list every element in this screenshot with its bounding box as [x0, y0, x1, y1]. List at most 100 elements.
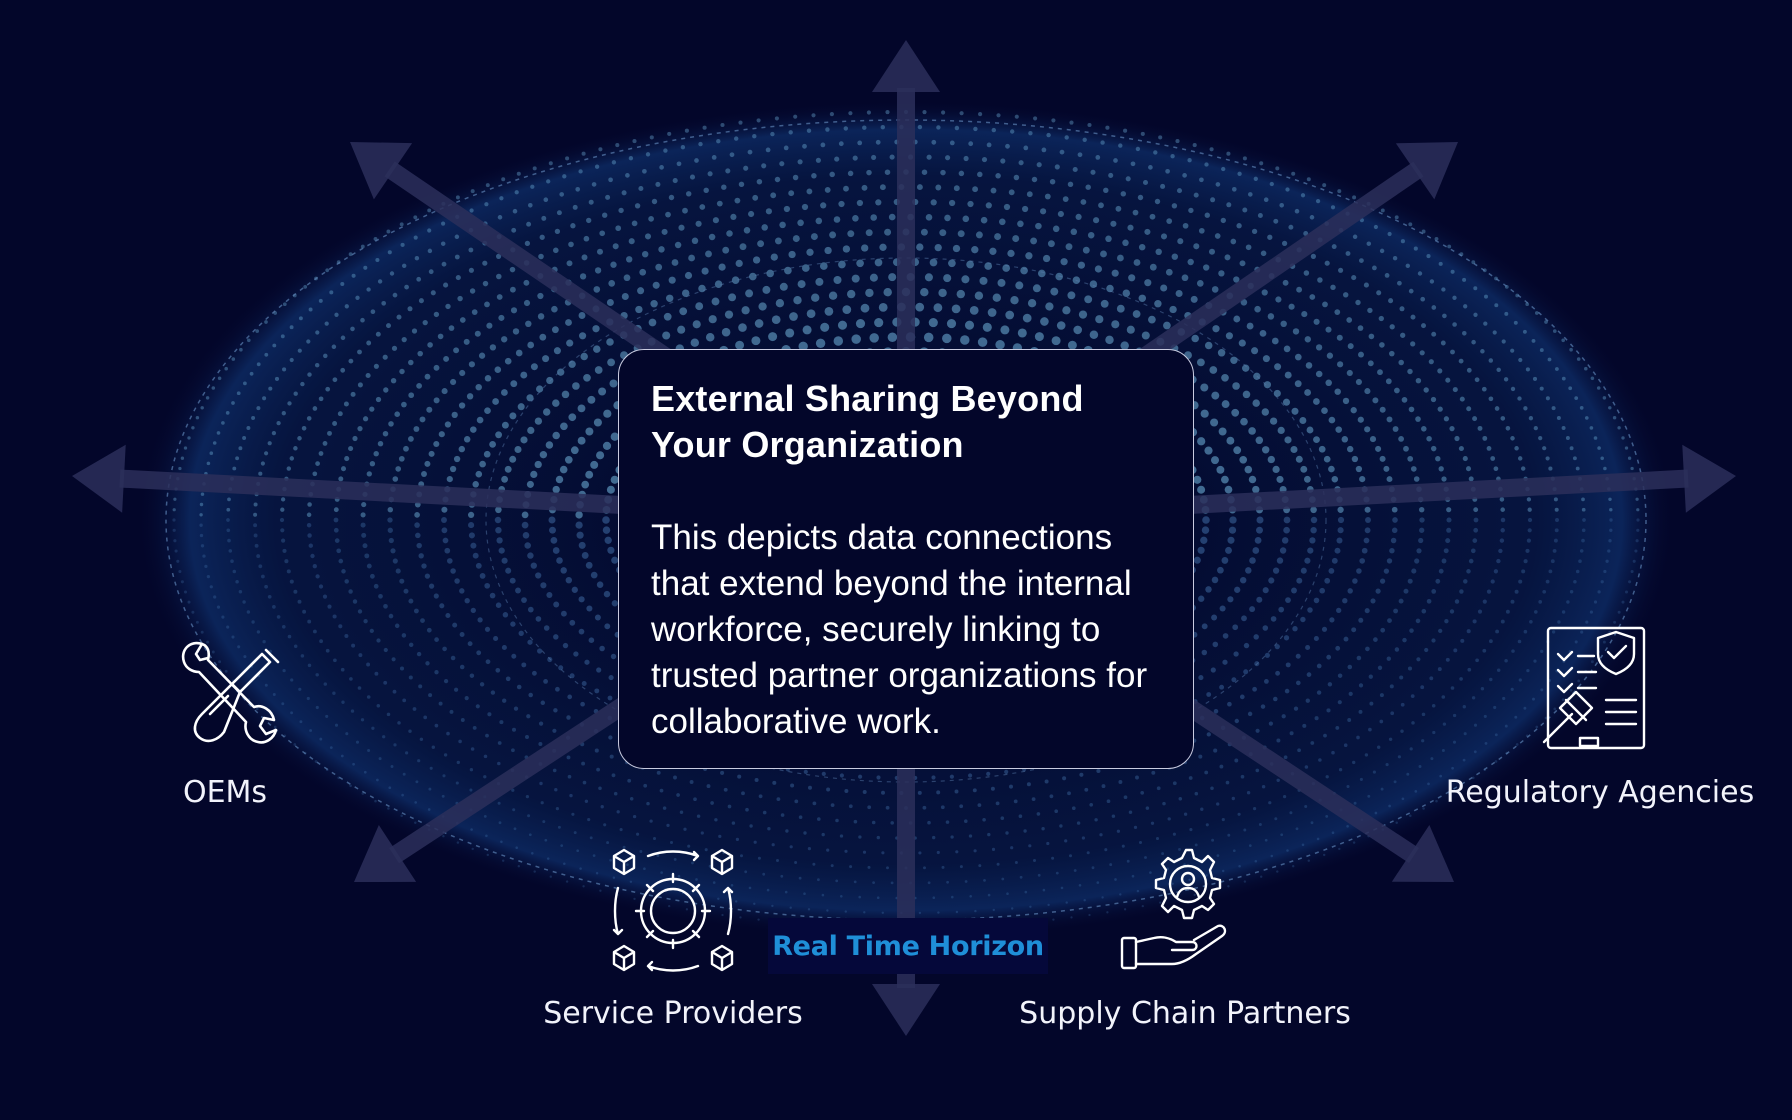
grid-dot [1452, 295, 1457, 300]
grid-dot [565, 577, 572, 584]
grid-dot [609, 858, 612, 862]
grid-dot [426, 406, 433, 413]
grid-dot [306, 512, 312, 518]
grid-dot [183, 590, 188, 594]
grid-dot [293, 391, 298, 396]
grid-dot [516, 171, 521, 176]
grid-dot [1276, 738, 1281, 743]
grid-dot [1325, 326, 1332, 333]
grid-dot [1621, 436, 1625, 440]
grid-dot [802, 325, 812, 335]
grid-dot [1495, 629, 1500, 634]
grid-dot [1467, 667, 1472, 672]
grid-dot [1171, 203, 1178, 209]
grid-dot [992, 293, 1001, 302]
grid-dot [824, 307, 834, 316]
grid-dot [861, 184, 868, 191]
grid-dot [459, 588, 465, 594]
grid-dot [272, 693, 276, 696]
grid-dot [1197, 485, 1206, 494]
grid-dot [528, 203, 533, 208]
grid-dot [1082, 137, 1087, 142]
grid-dot [221, 615, 225, 619]
grid-dot [551, 305, 558, 313]
grid-dot [871, 154, 877, 160]
grid-dot [594, 164, 600, 169]
grid-dot [446, 731, 450, 736]
grid-dot [416, 383, 422, 389]
grid-dot [821, 771, 826, 776]
grid-dot [1178, 797, 1183, 801]
grid-dot [1106, 284, 1114, 293]
grid-dot [673, 775, 677, 780]
grid-dot [226, 528, 231, 533]
grid-dot [1010, 846, 1014, 850]
grid-dot [578, 596, 585, 603]
grid-dot [413, 215, 418, 220]
grid-dot [1027, 299, 1037, 308]
grid-dot [596, 451, 605, 460]
grid-dot [888, 273, 897, 282]
grid-dot [1532, 697, 1535, 701]
grid-dot [1453, 648, 1458, 653]
grid-dot [475, 383, 482, 391]
grid-dot [454, 578, 460, 584]
grid-dot [594, 614, 601, 621]
grid-dot [1200, 409, 1209, 418]
grid-dot [552, 547, 560, 554]
grid-dot [1561, 426, 1566, 430]
grid-dot [1392, 255, 1398, 261]
grid-dot [1081, 836, 1086, 840]
grid-dot [1545, 396, 1550, 401]
grid-dot [964, 880, 968, 883]
grid-dot [1351, 455, 1359, 463]
grid-dot [527, 552, 534, 559]
grid-dot [1122, 239, 1129, 247]
grid-dot [765, 147, 771, 153]
grid-dot [1089, 802, 1094, 807]
grid-dot [801, 203, 809, 211]
grid-dot [511, 748, 515, 753]
grid-dot [1376, 290, 1382, 296]
grid-dot [1458, 445, 1464, 452]
grid-dot [602, 526, 611, 534]
grid-dot [1452, 740, 1457, 744]
grid-dot [680, 145, 686, 150]
grid-dot [280, 507, 285, 512]
grid-dot [552, 247, 559, 254]
grid-dot [1221, 556, 1229, 564]
grid-dot [842, 305, 852, 314]
grid-dot [1430, 445, 1437, 452]
grid-dot [1526, 538, 1531, 543]
grid-dot [496, 294, 503, 300]
grid-dot [1314, 716, 1319, 721]
grid-dot [820, 142, 826, 148]
grid-dot [1057, 210, 1064, 218]
grid-dot [1267, 455, 1275, 464]
grid-dot [497, 761, 501, 766]
grid-dot [767, 827, 771, 831]
grid-dot [1352, 578, 1358, 584]
grid-dot [178, 569, 182, 574]
grid-dot [1403, 445, 1409, 452]
grid-dot [1276, 870, 1279, 873]
grid-dot [1528, 416, 1534, 421]
grid-dot [459, 632, 465, 637]
grid-dot [217, 376, 222, 381]
checklist-shield-gavel-icon [1542, 626, 1646, 750]
grid-dot [457, 295, 463, 302]
grid-dot [535, 572, 542, 579]
grid-dot [1392, 517, 1398, 523]
grid-dot [674, 241, 682, 249]
grid-dot [333, 507, 339, 513]
grid-dot [575, 511, 583, 519]
grid-dot [1126, 859, 1130, 863]
grid-dot [441, 388, 448, 395]
grid-dot [264, 320, 268, 324]
grid-dot [426, 627, 432, 633]
grid-dot [315, 574, 320, 579]
grid-dot [1442, 313, 1447, 319]
grid-dot [552, 399, 560, 407]
grid-dot [792, 235, 800, 243]
grid-dot [539, 451, 548, 459]
